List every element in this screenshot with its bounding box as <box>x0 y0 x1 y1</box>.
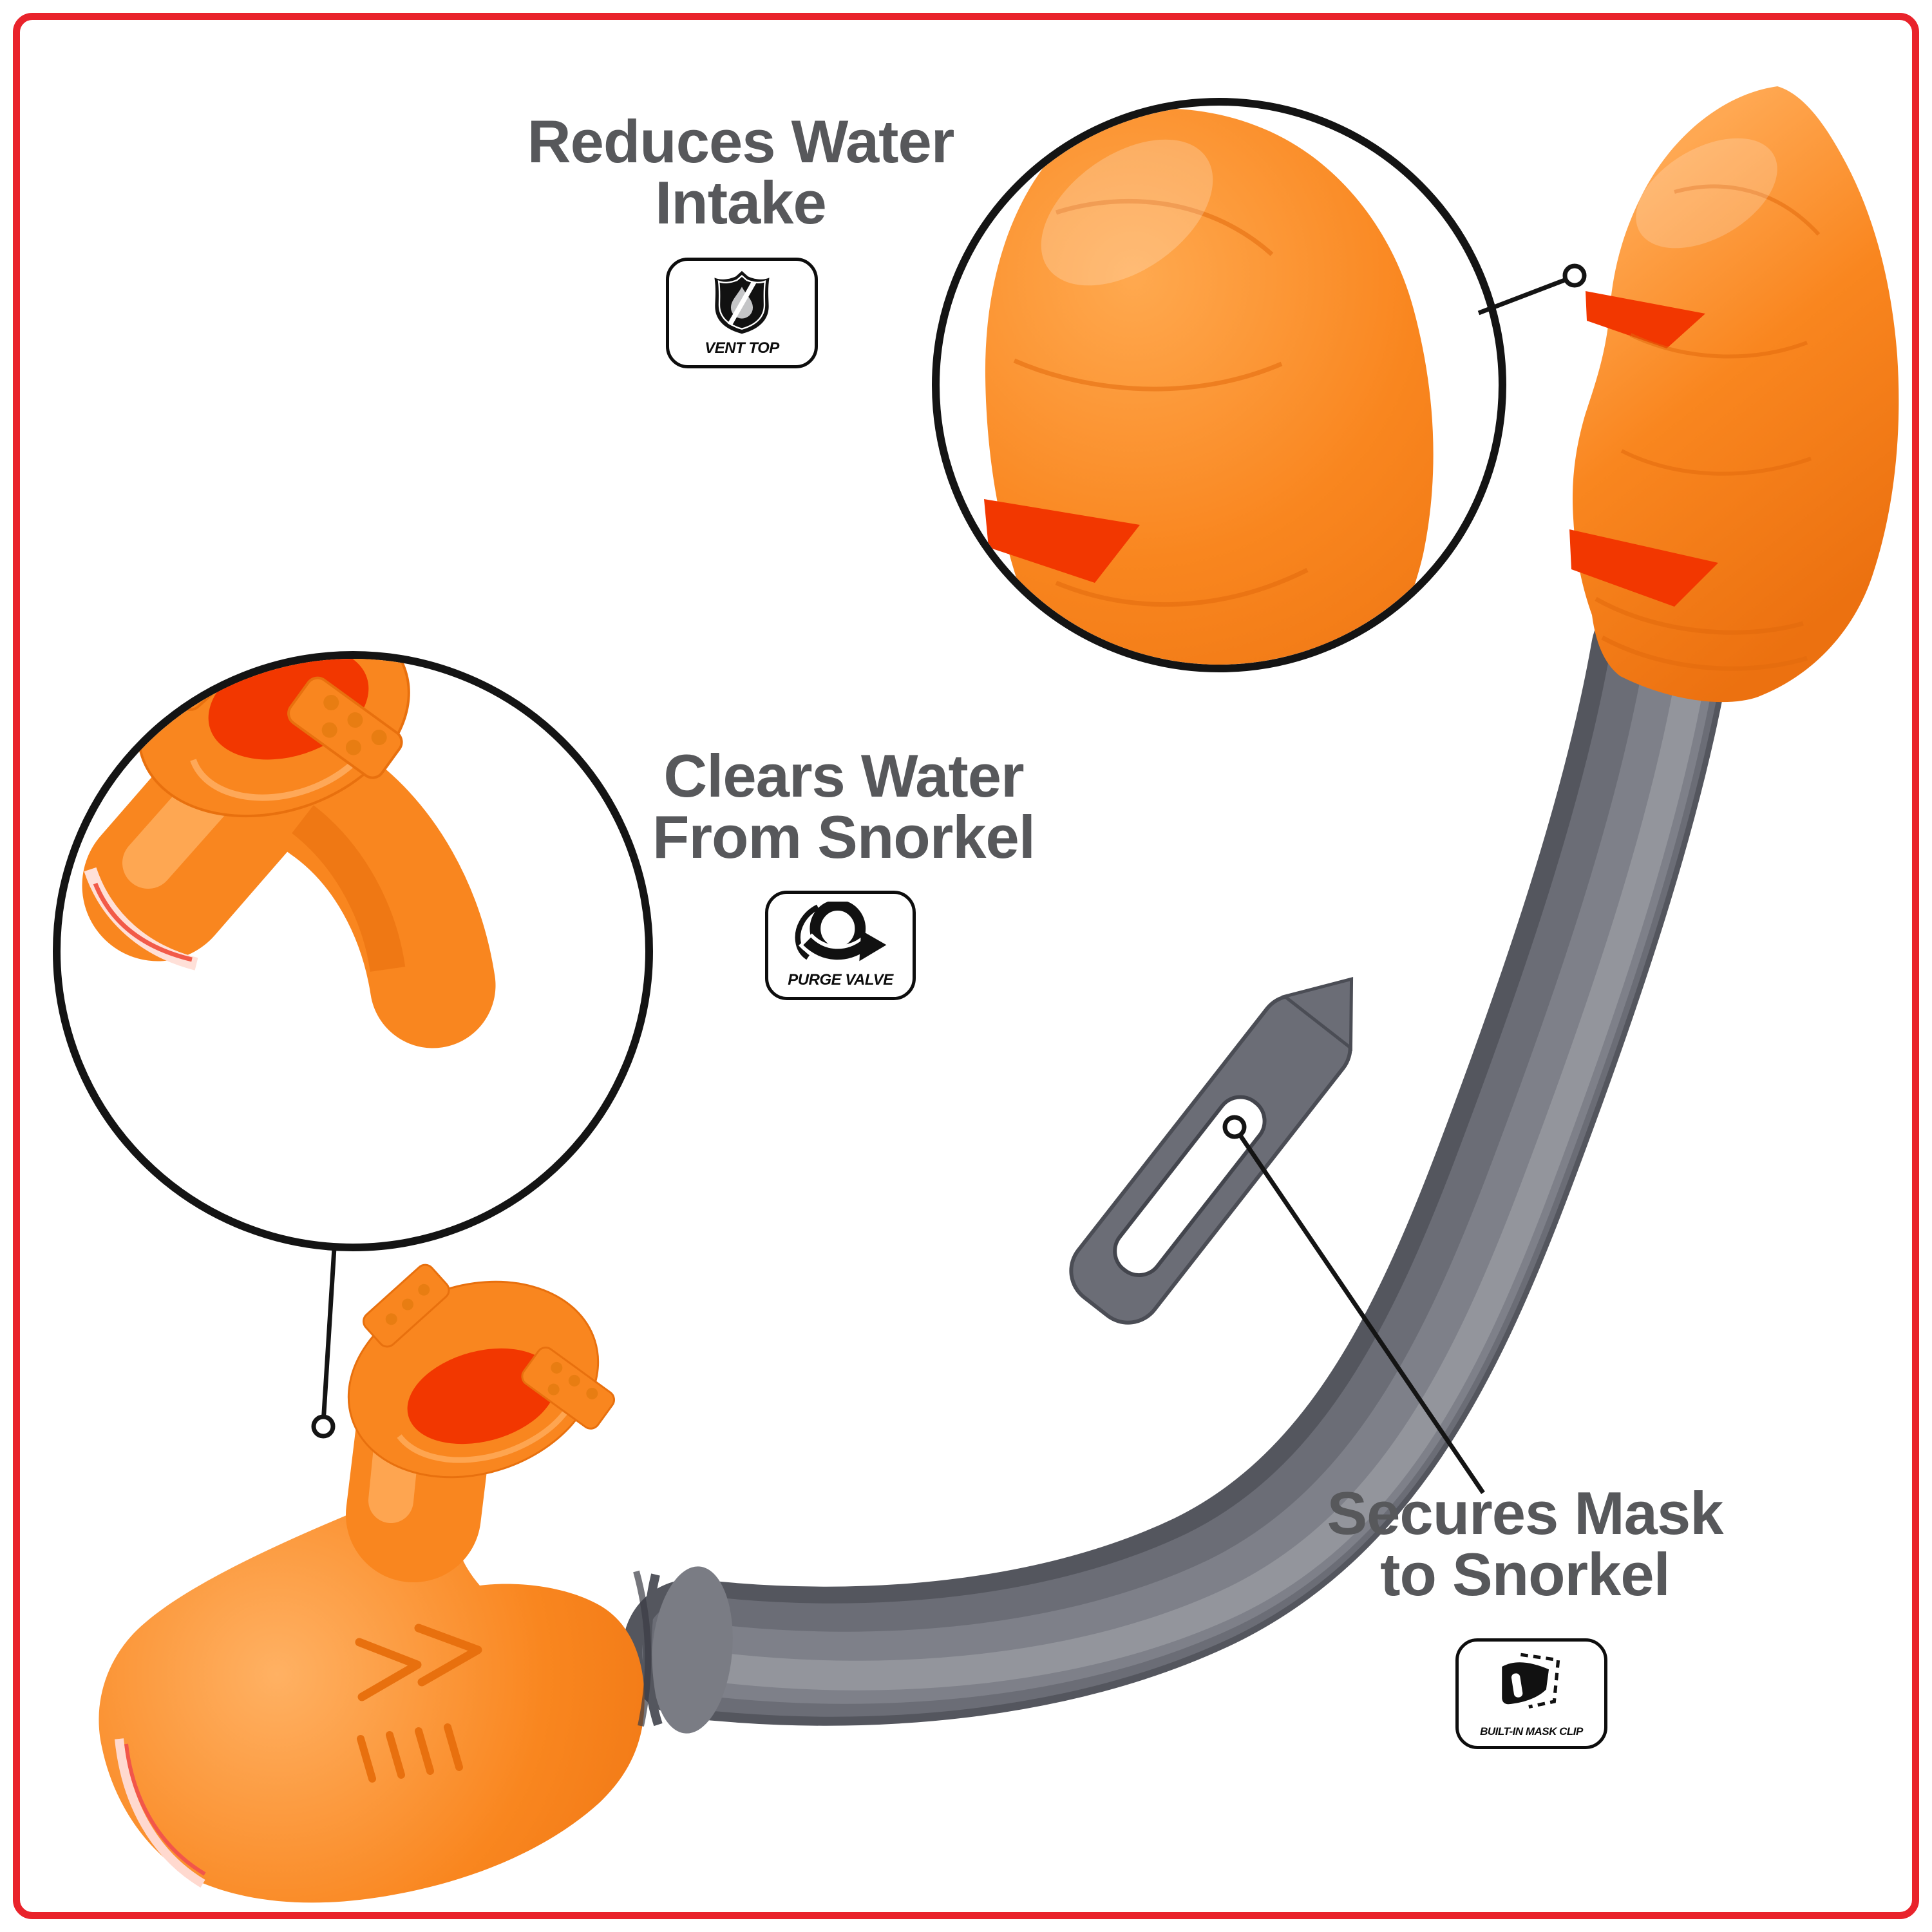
purge-valve-badge: PURGE VALVE <box>765 891 916 1000</box>
leader-dot-mask-clip <box>1222 1115 1247 1139</box>
mask-clip-icon <box>1502 1653 1560 1709</box>
title-line: to Snorkel <box>1380 1540 1671 1608</box>
mouthpiece-assembly <box>99 1264 733 1903</box>
flange-tab-right <box>521 1347 616 1430</box>
vent-top-badge: VENT TOP <box>666 258 818 368</box>
title-line: Clears Water <box>663 742 1024 810</box>
purge-valve-rim <box>115 1738 206 1888</box>
bite-mouthpiece-flange <box>347 1264 616 1479</box>
callout-circle-bottom <box>53 651 653 1251</box>
leader-line-vent-top <box>1477 277 1567 316</box>
shield-no-water-icon <box>714 270 770 334</box>
chevron-detail <box>355 1624 482 1783</box>
cap-ridges <box>1595 184 1821 671</box>
badge-label: BUILT-IN MASK CLIP <box>1480 1725 1583 1738</box>
feature-title-mask-clip: Secures Mask to Snorkel <box>1235 1482 1815 1605</box>
leader-endpoints <box>311 263 1587 1439</box>
title-line: Intake <box>655 169 827 236</box>
leader-line-mask-clip <box>1233 1126 1485 1494</box>
title-line: From Snorkel <box>652 803 1036 871</box>
leader-dot-mouthpiece <box>311 1414 336 1439</box>
circular-arrow-icon <box>795 902 887 963</box>
feature-title-purge-valve: Clears Water From Snorkel <box>554 745 1133 867</box>
badge-label: VENT TOP <box>705 339 779 357</box>
purge-valve-body <box>99 1513 645 1903</box>
snorkel-tube <box>623 584 1730 1726</box>
mask-clip-badge: BUILT-IN MASK CLIP <box>1455 1638 1607 1749</box>
leader-line-mouthpiece <box>321 1247 337 1424</box>
callout-circle-top <box>932 98 1506 672</box>
vent-top-zoom-view <box>984 108 1434 665</box>
title-line: Secures Mask <box>1327 1479 1723 1547</box>
mask-clip-slot <box>1069 977 1354 1325</box>
vent-slots <box>1569 291 1718 607</box>
leader-dot-vent-top <box>1562 263 1587 288</box>
badge-label: PURGE VALVE <box>788 971 893 989</box>
snorkel-top-cap <box>1569 86 1899 703</box>
leader-lines <box>321 277 1567 1494</box>
flange-tab-left <box>363 1264 450 1348</box>
title-line: Reduces Water <box>527 108 955 175</box>
feature-title-vent-top: Reduces Water Intake <box>451 111 1030 233</box>
